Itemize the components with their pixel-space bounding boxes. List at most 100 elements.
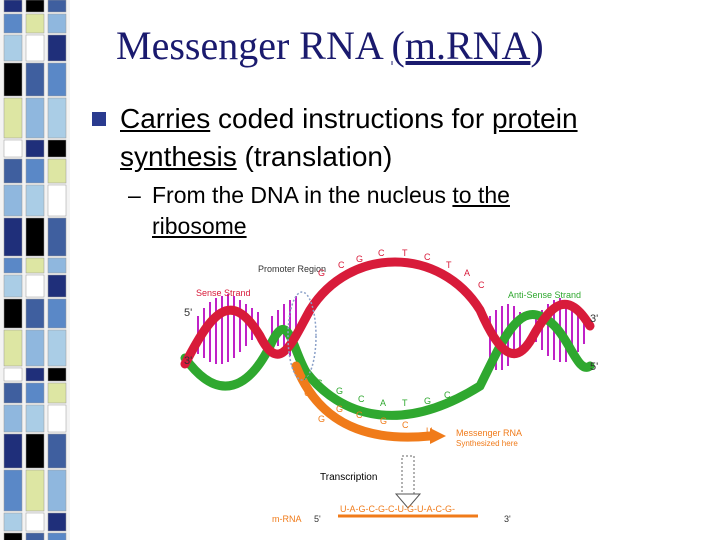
strip-block: [3, 382, 23, 404]
sense-strand-label: Sense Strand: [196, 288, 251, 298]
strip-block: [25, 139, 45, 158]
mrna-five-prime: 5': [314, 514, 321, 524]
promoter-region-marker: [287, 291, 317, 381]
rna-base-letter: C: [356, 410, 363, 420]
synthesized-label: Synthesized here: [456, 439, 518, 448]
strip-block: [25, 298, 45, 329]
strip-block: [3, 13, 23, 34]
strip-block: [25, 62, 45, 97]
dna-base-letter: A: [380, 398, 386, 408]
mrna-strand: [291, 361, 435, 442]
three-prime-right: 3': [590, 313, 598, 325]
strip-block: [3, 158, 23, 184]
rna-base-letter: G: [318, 414, 325, 424]
strip-block: [47, 62, 67, 97]
strip-block: [3, 433, 23, 469]
dna-base-letter: A: [464, 268, 470, 278]
strip-block: [3, 329, 23, 367]
strip-block: [47, 0, 67, 13]
strip-block: [3, 257, 23, 274]
rna-base-letter: U: [426, 426, 433, 436]
strip-block: [3, 184, 23, 217]
strip-block: [3, 139, 23, 158]
dna-base-letter: G: [424, 396, 431, 406]
dna-base-letter: A: [304, 372, 310, 382]
strip-block: [47, 13, 67, 34]
page-title: Messenger RNA (m.RNA): [116, 23, 544, 68]
strip-block: [47, 532, 67, 540]
rna-base-letter: G: [380, 416, 387, 426]
strip-block: [25, 532, 45, 540]
rna-base-letter: U: [304, 388, 311, 398]
dna-base-letter: G: [336, 386, 343, 396]
dna-base-letter: G: [356, 254, 363, 264]
strip-block: [25, 367, 45, 382]
strip-block: [47, 382, 67, 404]
strip-block: [25, 184, 45, 217]
strip-block: [47, 298, 67, 329]
rna-base-letter: C: [402, 420, 409, 430]
dna-base-letter: C: [316, 378, 323, 388]
strip-block: [3, 469, 23, 512]
promoter-label: Promoter Region: [258, 264, 326, 274]
three-prime-left: 3': [184, 355, 192, 367]
down-arrow-icon: [394, 493, 422, 509]
strip-block: [47, 469, 67, 512]
strip-block: [3, 34, 23, 62]
strip-block: [3, 0, 23, 13]
dna-base-letter: C: [478, 280, 485, 290]
strip-block: [25, 257, 45, 274]
strip-block: [3, 532, 23, 540]
dna-base-letter: T: [402, 398, 408, 408]
five-prime-left: 5': [184, 307, 192, 319]
dna-base-letter: C: [444, 390, 451, 400]
strip-block: [3, 404, 23, 433]
rna-base-letter: A: [316, 396, 322, 406]
strip-block: [25, 404, 45, 433]
strip-block: [47, 257, 67, 274]
strip-block: [47, 184, 67, 217]
strip-block: [25, 217, 45, 257]
transcription-label: Transcription: [320, 472, 377, 483]
five-prime-right: 5': [590, 361, 598, 373]
strip-block: [3, 62, 23, 97]
dna-base-letter: T: [402, 248, 408, 258]
strip-block: [47, 512, 67, 532]
strip-block: [3, 274, 23, 298]
strip-block: [3, 217, 23, 257]
strip-block: [25, 512, 45, 532]
strip-block: [25, 382, 45, 404]
dna-base-letter: C: [378, 248, 385, 258]
antisense-strand-label: Anti-Sense Strand: [508, 290, 581, 300]
strip-block: [25, 329, 45, 367]
strip-block: [47, 34, 67, 62]
strip-block: [3, 97, 23, 139]
strip-block: [25, 274, 45, 298]
strip-block: [47, 329, 67, 367]
transcription-diagram: Promoter Region Sense Strand Anti-Sense …: [180, 248, 598, 524]
strip-block: [25, 158, 45, 184]
strip-block: [25, 34, 45, 62]
strip-block: [47, 367, 67, 382]
strip-block: [47, 158, 67, 184]
arrow-head-icon: [430, 428, 446, 444]
dna-base-letter: C: [338, 260, 345, 270]
strip-block: [47, 97, 67, 139]
dna-base-letter: G: [318, 268, 325, 278]
messenger-rna-label: Messenger RNA: [456, 428, 522, 438]
strip-block: [25, 433, 45, 469]
strip-block: [3, 367, 23, 382]
strip-block: [47, 274, 67, 298]
dna-base-letter: T: [446, 260, 452, 270]
dna-base-letter: C: [424, 252, 431, 262]
strip-block: [25, 469, 45, 512]
dna-base-letter: C: [358, 394, 365, 404]
rna-base-letter: G: [336, 404, 343, 414]
strip-block: [47, 217, 67, 257]
strip-block: [25, 13, 45, 34]
strip-block: [3, 298, 23, 329]
decorative-strip: [0, 0, 70, 540]
strip-block: [47, 404, 67, 433]
sense-strand: [180, 257, 595, 369]
